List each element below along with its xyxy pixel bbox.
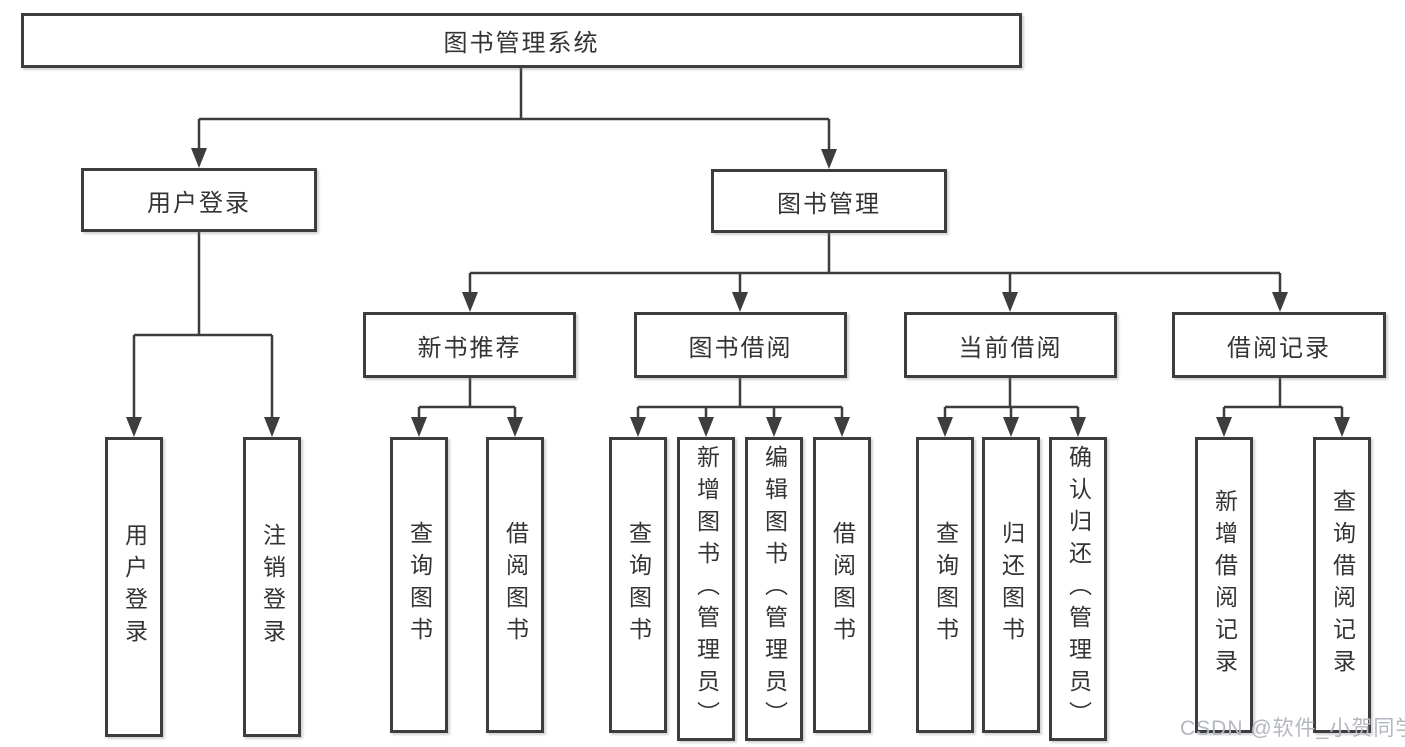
leaf-borrow-books-recommend: 借阅图书 (486, 437, 544, 733)
leaf-add-books-admin: 新增图书（管理员） (677, 437, 735, 741)
leaf-edit-books-admin: 编辑图书（管理员） (745, 437, 803, 741)
leaf-return-books: 归还图书 (982, 437, 1040, 733)
leaf-logout-login: 注销登录 (243, 437, 301, 737)
node-book-management: 图书管理 (711, 169, 947, 233)
node-user-login: 用户登录 (81, 168, 317, 232)
node-new-book-recommend: 新书推荐 (363, 312, 576, 378)
csdn-watermark: CSDN @软件_小贺同学 (1180, 717, 1405, 740)
node-library-management-system: 图书管理系统 (21, 13, 1022, 68)
leaf-confirm-return-admin: 确认归还（管理员） (1049, 437, 1107, 741)
leaf-query-borrow-record: 查询借阅记录 (1313, 437, 1371, 733)
leaf-borrow-books-borrowing: 借阅图书 (813, 437, 871, 733)
leaf-query-books-borrowing: 查询图书 (609, 437, 667, 733)
node-book-borrowing: 图书借阅 (634, 312, 847, 378)
node-borrowing-records: 借阅记录 (1172, 312, 1386, 378)
leaf-query-books-current: 查询图书 (916, 437, 974, 733)
leaf-query-books-recommend: 查询图书 (390, 437, 448, 733)
leaf-user-login: 用户登录 (105, 437, 163, 737)
node-current-borrowing: 当前借阅 (904, 312, 1117, 378)
leaf-add-borrow-record: 新增借阅记录 (1195, 437, 1253, 733)
